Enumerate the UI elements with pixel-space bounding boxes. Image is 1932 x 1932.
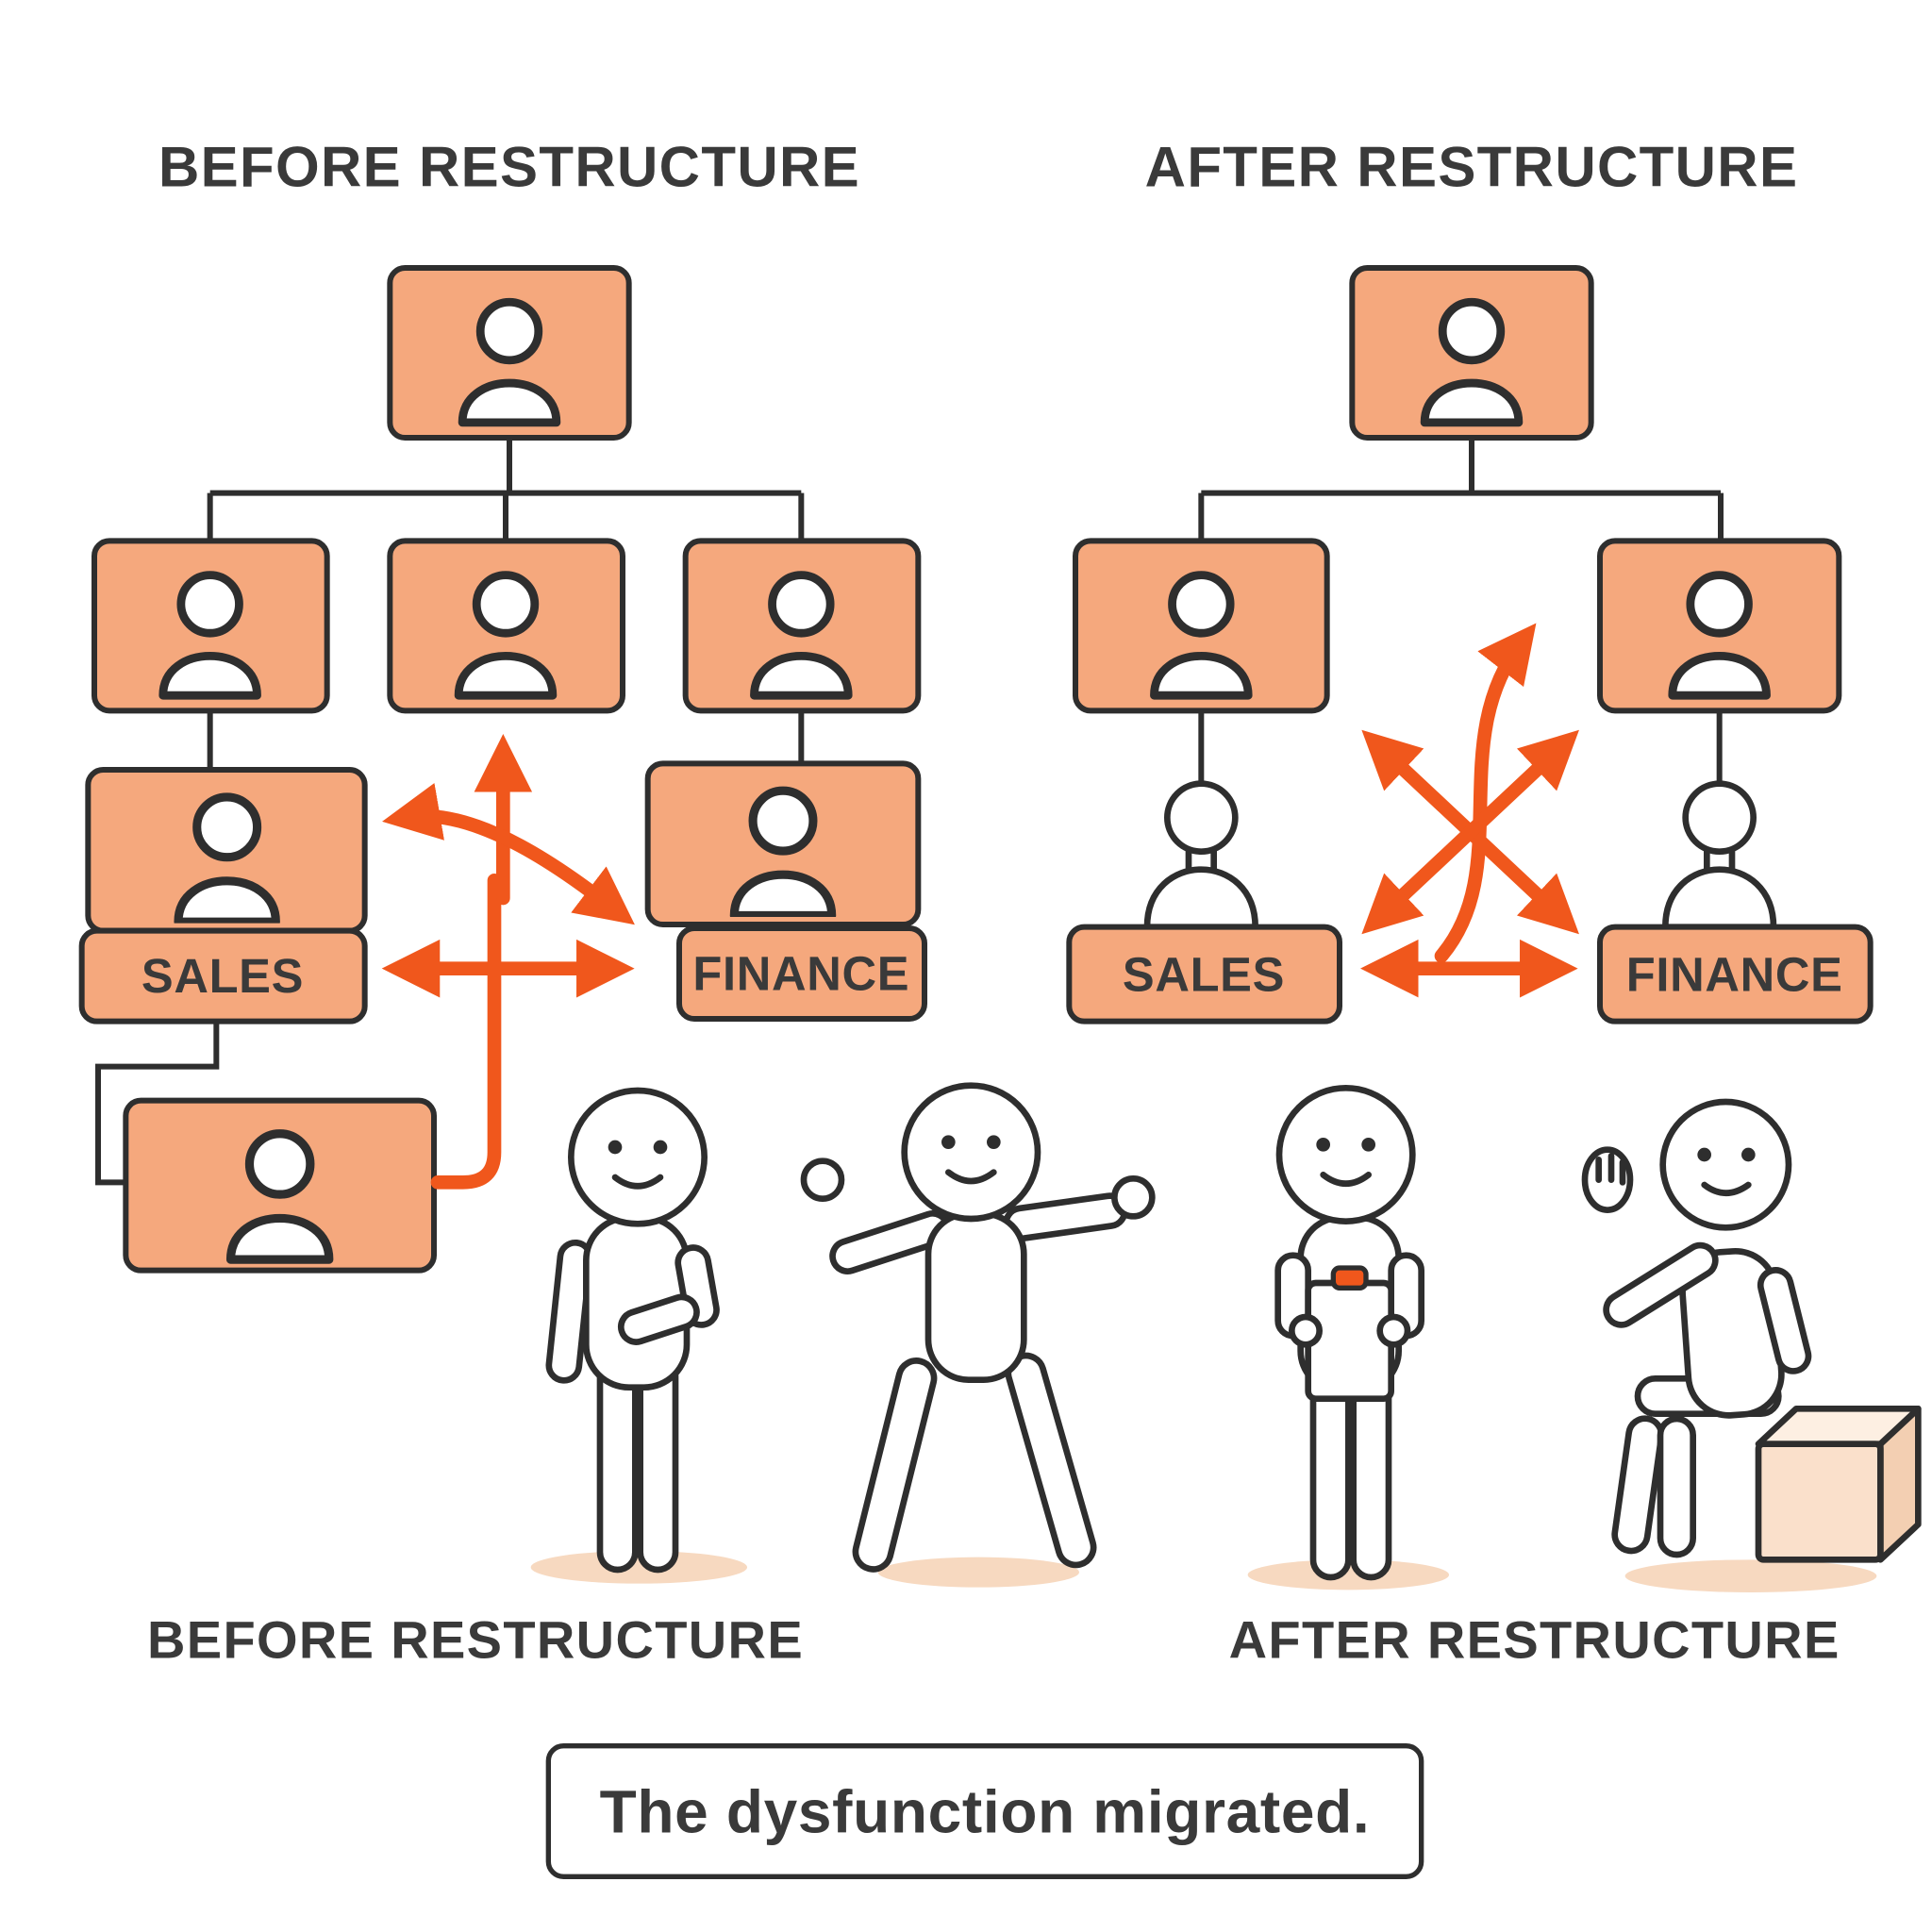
stick-figures-row [530, 1082, 1922, 1592]
after-chart-title: AFTER RESTRUCTURE [1145, 135, 1799, 198]
fingers [1595, 1153, 1626, 1186]
summary-caption: The dysfunction migrated. [545, 1743, 1424, 1879]
ground-shadow [1247, 1559, 1449, 1591]
silhouette-body [1143, 866, 1258, 930]
head [1275, 1085, 1416, 1224]
department-label-box [1066, 924, 1342, 1024]
department-label-box [1597, 924, 1874, 1024]
sales-department-label-before: SALES [78, 927, 368, 1024]
ground-shadow [1624, 1559, 1877, 1592]
dysfunction-arrow-cross [382, 783, 635, 925]
figure-leg [852, 1357, 938, 1573]
silhouette-head [1682, 780, 1757, 855]
raised-palm [1581, 1146, 1634, 1213]
finance-label: FINANCE [692, 946, 909, 1000]
connector-line [95, 1021, 220, 1186]
summary-caption-box [545, 1743, 1424, 1879]
summary-caption-text: The dysfunction migrated. [600, 1778, 1371, 1846]
clipboard-board [1305, 1279, 1394, 1402]
ground-shadow [877, 1557, 1079, 1588]
org-node-sales-person-before [85, 766, 368, 934]
department-label-box [78, 927, 368, 1024]
before-connector-lines [95, 438, 805, 1186]
smile [1320, 1172, 1372, 1187]
ground-shadow [530, 1551, 747, 1584]
figure-hand [1376, 1313, 1411, 1348]
dysfunction-arrow-curve [430, 873, 502, 1190]
org-node-bottom-report-before [123, 1097, 437, 1274]
org-node-ceo-after [1349, 265, 1594, 441]
silhouette-body [1662, 866, 1777, 930]
org-node-manager-1-before [91, 538, 330, 714]
figure-leg [1005, 1352, 1097, 1569]
sales-label: SALES [1123, 948, 1285, 1002]
eye [1361, 1138, 1375, 1152]
org-node-ceo-before [387, 265, 632, 441]
org-node-manager-3-before [682, 538, 922, 714]
figure-arm [1757, 1267, 1812, 1374]
stick-figure-hand-on-chest [530, 1087, 747, 1584]
figure-forearm-on-chest [617, 1293, 700, 1345]
free-silhouette-sales-after [1143, 780, 1258, 930]
smile [944, 1169, 997, 1185]
before-org-chart: BEFORE RESTRUCTURE [78, 135, 927, 1274]
figure-torso [924, 1210, 1027, 1383]
figure-leg [1350, 1370, 1392, 1581]
figure-head [901, 1082, 1041, 1223]
figure-leg [1309, 1370, 1352, 1581]
eye [987, 1135, 1001, 1149]
smile [611, 1174, 664, 1190]
figure-shin [1611, 1415, 1665, 1555]
head [901, 1082, 1041, 1223]
head [1659, 1098, 1792, 1231]
sales-department-label-after: SALES [1066, 924, 1342, 1024]
free-silhouette-finance-after [1662, 780, 1777, 930]
figure-hand [800, 1158, 845, 1202]
silhouette-head [1164, 780, 1239, 855]
clipboard-clip [1330, 1265, 1369, 1291]
stick-figure-open-arms [800, 1082, 1156, 1588]
seat-cube-icon [1755, 1406, 1922, 1563]
before-tangled-arrows [381, 734, 635, 1190]
after-figures-caption: AFTER RESTRUCTURE [1229, 1609, 1840, 1669]
org-node-finance-person-before [644, 760, 922, 927]
org-node-manager-finance-after [1596, 538, 1842, 714]
stick-figure-sitting [1581, 1098, 1922, 1592]
figure-head [568, 1087, 708, 1227]
before-chart-title: BEFORE RESTRUCTURE [158, 135, 860, 198]
department-label-box [676, 925, 927, 1022]
before-figures-caption: BEFORE RESTRUCTURE [147, 1609, 804, 1669]
finance-label: FINANCE [1626, 948, 1843, 1002]
cube-front-face [1755, 1441, 1884, 1563]
figure-shin [1657, 1415, 1696, 1558]
eye [653, 1140, 668, 1155]
figure-hand [1289, 1313, 1323, 1348]
eye [1316, 1138, 1330, 1152]
smile [1701, 1181, 1752, 1196]
dysfunction-arrow-diagonal [1361, 729, 1579, 935]
after-org-chart: AFTER RESTRUCTURE [1066, 135, 1874, 1024]
after-connector-lines [1198, 438, 1724, 783]
figure-head [1659, 1098, 1792, 1231]
finance-department-label-after: FINANCE [1597, 924, 1874, 1024]
figure-head [1275, 1085, 1416, 1224]
eye [1741, 1147, 1756, 1162]
finance-department-label-before: FINANCE [676, 925, 927, 1022]
eye [608, 1140, 623, 1155]
stick-figure-clipboard [1247, 1085, 1449, 1591]
figure-raised-arm [1603, 1241, 1719, 1328]
figure-arm [1003, 1192, 1128, 1242]
eye [941, 1135, 956, 1149]
org-node-manager-sales-after [1073, 538, 1330, 714]
sales-label: SALES [142, 949, 304, 1003]
after-tangled-arrows [1360, 623, 1579, 998]
figure-hand [1111, 1175, 1156, 1220]
eye [1697, 1147, 1711, 1162]
head [568, 1087, 708, 1227]
org-node-manager-2-before [387, 538, 625, 714]
